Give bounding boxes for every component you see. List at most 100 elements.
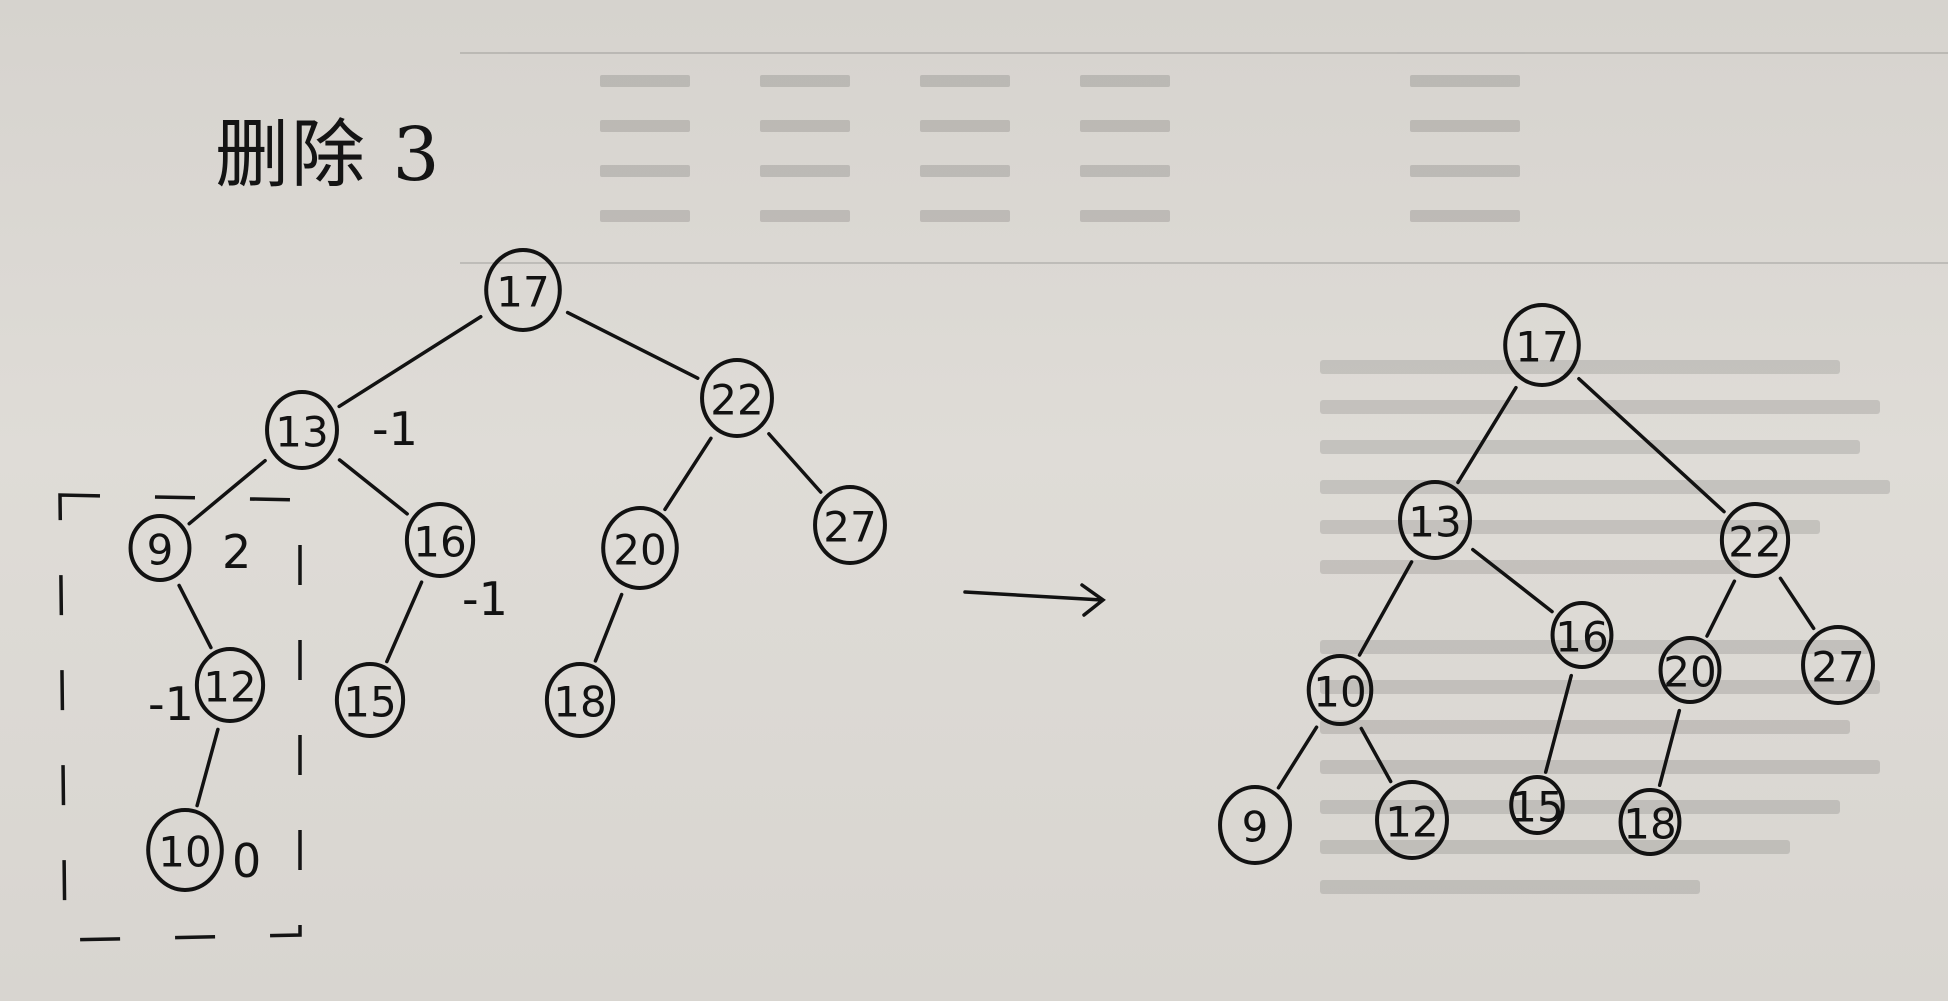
balance-factor-n13: -1 [372, 402, 418, 456]
before-node-circle [484, 248, 562, 332]
after-node-10: 10 [1306, 654, 1374, 726]
unbalanced-subtree-box [58, 493, 302, 942]
balance-factor-n9: 2 [222, 525, 251, 579]
after-node-label: 16 [1555, 613, 1608, 662]
before-node-circle [265, 390, 339, 470]
after-edge-m22-m27 [1778, 576, 1816, 631]
before-edge-n17-n22 [565, 310, 700, 380]
before-edge-n13-n9 [187, 458, 267, 526]
balance-factor-n10: 0 [232, 834, 261, 888]
before-node-circle [601, 506, 679, 590]
before-node-9: 9 [128, 514, 192, 582]
after-node-12: 12 [1375, 780, 1449, 860]
before-node-label: 16 [413, 518, 466, 567]
before-node-10: 10 [146, 808, 224, 892]
before-node-circle [334, 662, 406, 738]
before-node-15: 15 [334, 662, 406, 738]
after-node-label: 15 [1510, 783, 1563, 832]
transform-arrow [963, 583, 1106, 617]
before-node-label: 13 [275, 408, 328, 457]
before-node-circle [700, 358, 774, 438]
after-edge-m13-m16 [1471, 547, 1554, 614]
after-node-20: 20 [1658, 636, 1722, 704]
before-node-12: 12 [194, 647, 266, 723]
before-node-circle [813, 485, 887, 565]
balance-factor-n16: -1 [462, 572, 508, 626]
before-edge-n22-n20 [663, 436, 713, 512]
bleed-through-table [460, 0, 1948, 290]
before-node-label: 18 [553, 678, 606, 727]
before-edge-n13-n16 [337, 458, 409, 516]
diagram-title: 删除 3 [215, 112, 442, 198]
before-node-label: 17 [496, 268, 549, 317]
after-node-27: 27 [1801, 625, 1875, 705]
after-node-13: 13 [1398, 480, 1472, 560]
after-node-label: 9 [1242, 803, 1269, 852]
before-node-20: 20 [601, 506, 679, 590]
before-node-label: 27 [823, 503, 876, 552]
before-node-label: 12 [203, 663, 256, 712]
before-node-circle [128, 514, 192, 582]
after-node-circle [1306, 654, 1374, 726]
after-node-label: 10 [1313, 668, 1366, 717]
before-edge-n22-n27 [767, 432, 823, 494]
after-edge-m16-m15 [1543, 673, 1574, 774]
after-node-circle [1503, 303, 1581, 387]
after-edge-m17-m13 [1456, 385, 1518, 485]
after-node-18: 18 [1618, 788, 1682, 856]
after-node-label: 13 [1408, 498, 1461, 547]
balance-factor-labels: -1 2 -1 -1 0 [148, 402, 508, 888]
before-node-22: 22 [700, 358, 774, 438]
before-node-18: 18 [544, 662, 616, 738]
after-edge-m13-m10 [1357, 560, 1414, 657]
before-edge-n17-n13 [337, 315, 483, 409]
before-node-16: 16 [404, 502, 476, 578]
before-node-circle [194, 647, 266, 723]
after-node-circle [1618, 788, 1682, 856]
tree-after-edges [1276, 377, 1816, 790]
after-node-label: 20 [1663, 648, 1716, 697]
after-edge-m10-m9 [1276, 725, 1319, 790]
tree-before-edges [177, 310, 823, 808]
before-node-circle [146, 808, 224, 892]
after-node-circle [1550, 601, 1614, 669]
before-node-label: 20 [613, 526, 666, 575]
before-edge-n12-n10 [195, 727, 220, 808]
before-node-label: 9 [147, 526, 174, 575]
after-node-circle [1509, 775, 1565, 835]
tree-after-nodes: 17 13 22 10 16 20 27 9 12 15 18 [1218, 303, 1875, 865]
after-node-label: 12 [1385, 798, 1438, 847]
after-node-circle [1375, 780, 1449, 860]
balance-factor-n12: -1 [148, 677, 194, 731]
after-node-circle [1719, 502, 1791, 578]
after-node-circle [1218, 785, 1292, 865]
after-node-15: 15 [1509, 775, 1565, 835]
after-node-label: 27 [1811, 643, 1864, 692]
before-node-label: 22 [710, 376, 763, 425]
after-node-17: 17 [1503, 303, 1581, 387]
after-node-label: 22 [1728, 518, 1781, 567]
after-edge-m10-m12 [1359, 726, 1393, 784]
after-node-16: 16 [1550, 601, 1614, 669]
before-edge-n16-n15 [385, 580, 424, 664]
before-node-circle [544, 662, 616, 738]
before-edge-n20-n18 [593, 592, 624, 663]
before-node-circle [404, 502, 476, 578]
after-node-label: 17 [1515, 323, 1568, 372]
after-edge-m20-m18 [1657, 708, 1682, 788]
after-node-22: 22 [1719, 502, 1791, 578]
after-node-circle [1658, 636, 1722, 704]
after-edge-m17-m22 [1577, 377, 1726, 514]
after-node-9: 9 [1218, 785, 1292, 865]
before-node-13: 13 [265, 390, 339, 470]
before-node-27: 27 [813, 485, 887, 565]
after-node-circle [1801, 625, 1875, 705]
before-node-label: 15 [343, 678, 396, 727]
before-node-17: 17 [484, 248, 562, 332]
before-edge-n9-n12 [177, 583, 213, 650]
after-node-label: 18 [1623, 800, 1676, 849]
after-edge-m22-m20 [1705, 579, 1737, 638]
after-node-circle [1398, 480, 1472, 560]
